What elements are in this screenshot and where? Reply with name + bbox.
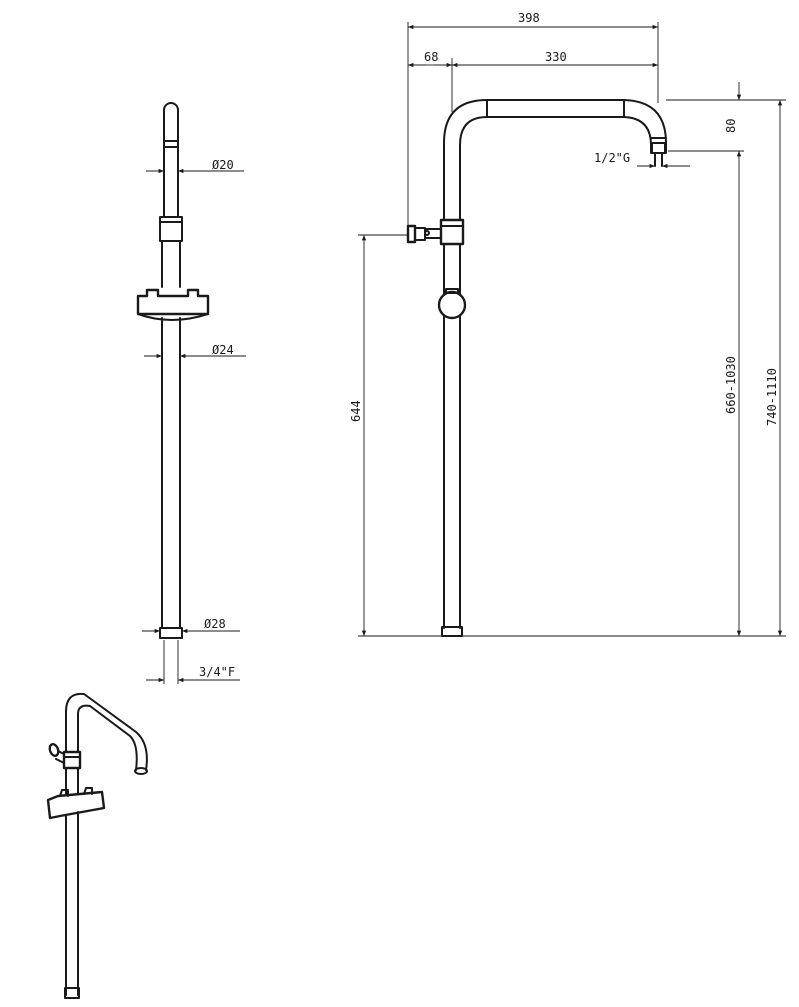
upper-rod bbox=[163, 102, 179, 218]
riser-arm-outer bbox=[443, 99, 667, 629]
middle-rod-lower bbox=[161, 317, 181, 629]
perspective-base bbox=[64, 987, 80, 999]
perspective-holder bbox=[48, 742, 60, 758]
dim-total-width: 398 bbox=[518, 11, 540, 25]
slider-knob bbox=[437, 290, 467, 320]
front-base bbox=[441, 626, 463, 637]
perspective-arm-top bbox=[83, 693, 148, 771]
dim-dia-upper: Ø20 bbox=[212, 158, 234, 172]
side-view: Ø20 Ø24 Ø28 3/4"F bbox=[136, 102, 246, 684]
dim-arm-length: 330 bbox=[545, 50, 567, 64]
riser-arm-inner bbox=[459, 116, 652, 629]
dim-outlet-thread: 1/2"G bbox=[594, 151, 630, 165]
rod-coupler bbox=[159, 216, 183, 242]
outlet-nipple bbox=[651, 142, 666, 154]
perspective-arm-bottom bbox=[89, 705, 138, 771]
perspective-outlet bbox=[134, 767, 148, 775]
dim-outlet-drop: 80 bbox=[724, 119, 738, 133]
dim-dia-lower: Ø28 bbox=[204, 617, 226, 631]
perspective-coupler bbox=[62, 750, 82, 770]
slider-bracket bbox=[136, 288, 210, 316]
dim-inlet-thread: 3/4"F bbox=[199, 665, 235, 679]
dim-offset-left: 68 bbox=[424, 50, 438, 64]
dim-inlet-height: 644 bbox=[349, 400, 363, 422]
perspective-slider bbox=[46, 790, 106, 820]
dim-dia-middle: Ø24 bbox=[212, 343, 234, 357]
holder-cap bbox=[406, 224, 417, 244]
front-view: 398 68 330 80 1/2"G 644 660-1030 bbox=[349, 11, 786, 637]
front-coupler bbox=[439, 218, 465, 246]
rod-base bbox=[159, 627, 183, 639]
perspective-view bbox=[46, 692, 148, 999]
perspective-rod bbox=[65, 692, 91, 996]
middle-rod-upper bbox=[161, 240, 181, 288]
dim-adjust-range-total: 740-1110 bbox=[765, 368, 779, 426]
dim-adjust-range-outlet: 660-1030 bbox=[724, 356, 738, 414]
